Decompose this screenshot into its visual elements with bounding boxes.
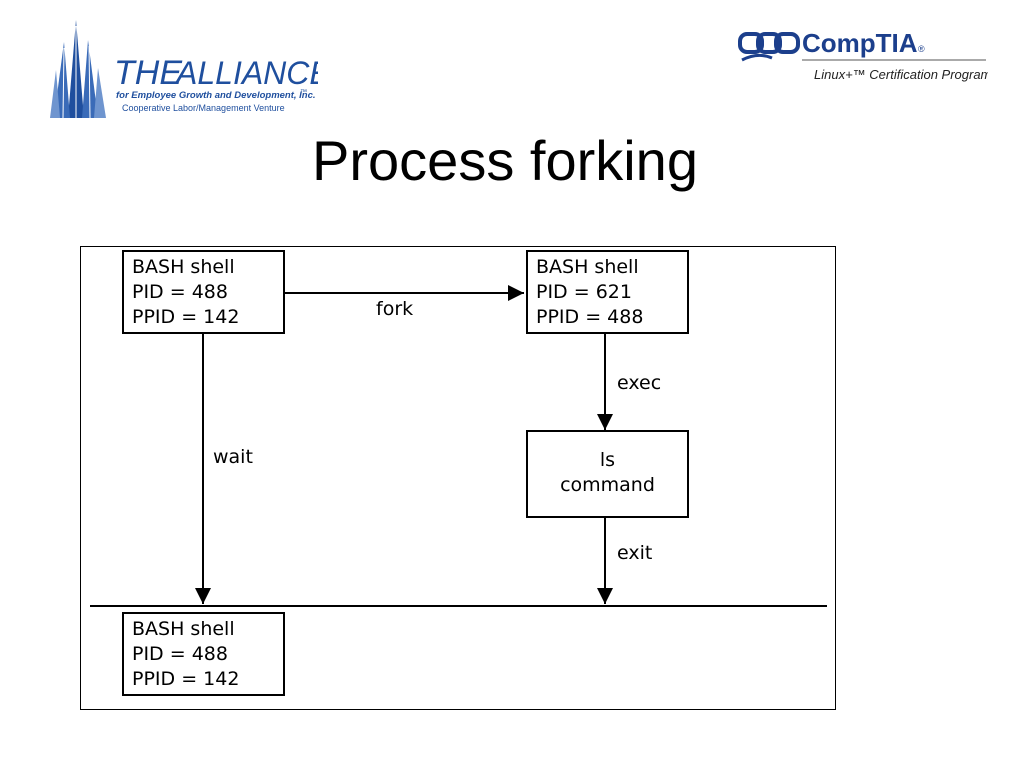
parent-pid: PID = 488	[132, 281, 228, 303]
result-process-box: BASH shell PID = 488 PPID = 142	[122, 612, 285, 696]
parent-ppid: PPID = 142	[132, 306, 240, 328]
command-label: command	[560, 474, 655, 496]
logo-tagline: for Employee Growth and Development, Inc…	[116, 90, 316, 101]
command-box: ls command	[526, 430, 689, 518]
logo-subtitle: Cooperative Labor/Management Venture	[122, 103, 285, 113]
comptia-logo: CompTIA ® Linux+™ Certification Program	[738, 22, 992, 92]
child-pid: PID = 621	[536, 281, 632, 303]
logo-name-part2: ALLIANCE	[174, 55, 318, 91]
result-name: BASH shell	[132, 618, 235, 640]
comptia-program: Linux+™ Certification Program	[814, 67, 988, 82]
diagram-frame	[80, 246, 836, 710]
logo-name-part1: THE	[114, 54, 182, 92]
child-process-box: BASH shell PID = 621 PPID = 488	[526, 250, 689, 334]
result-ppid: PPID = 142	[132, 668, 240, 690]
result-pid: PID = 488	[132, 643, 228, 665]
logo-trademark: ™	[300, 89, 307, 96]
alliance-logo: THE ALLIANCE for Employee Growth and Dev…	[48, 18, 331, 123]
parent-name: BASH shell	[132, 256, 235, 278]
command-name: ls	[599, 449, 616, 471]
process-fork-diagram: BASH shell PID = 488 PPID = 142 BASH she…	[80, 246, 836, 710]
comptia-registered: ®	[918, 44, 925, 54]
exec-label: exec	[617, 372, 662, 394]
wait-label: wait	[213, 446, 253, 468]
comptia-rings-icon	[738, 32, 800, 62]
exit-label: exit	[617, 542, 653, 564]
parent-process-box: BASH shell PID = 488 PPID = 142	[122, 250, 285, 334]
child-ppid: PPID = 488	[536, 306, 644, 328]
page-title: Process forking	[312, 129, 698, 192]
fork-label: fork	[376, 298, 414, 320]
child-name: BASH shell	[536, 256, 639, 278]
building-icon	[50, 20, 106, 119]
comptia-brand: CompTIA	[802, 28, 918, 58]
